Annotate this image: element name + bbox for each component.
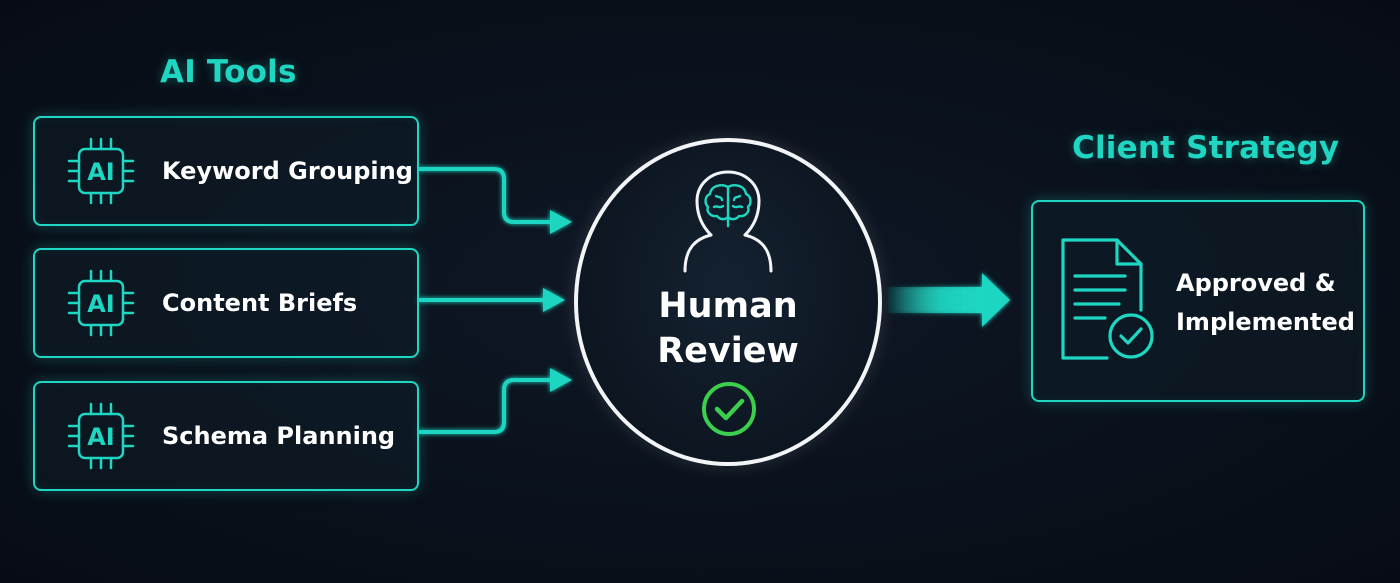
- outcome-box: Approved & Implemented: [1031, 200, 1365, 402]
- outcome-label-line1: Approved &: [1176, 269, 1336, 297]
- client-strategy-heading: Client Strategy: [1072, 130, 1340, 166]
- brain-icon: [704, 184, 752, 228]
- tool-box-content-briefs: AI Content Briefs: [33, 248, 419, 358]
- tool-label: Content Briefs: [162, 289, 358, 317]
- tool-box-schema-planning: AI Schema Planning: [33, 381, 419, 491]
- ai-chip-icon: AI: [67, 402, 135, 470]
- tool-label: Keyword Grouping: [162, 157, 413, 185]
- tool-box-keyword-grouping: AI Keyword Grouping: [33, 116, 419, 226]
- chip-text: AI: [87, 158, 115, 186]
- chip-text: AI: [87, 423, 115, 451]
- arrow-review-to-strategy: [888, 273, 1010, 327]
- human-review-circle: Human Review: [574, 138, 882, 466]
- review-title-line2: Review: [657, 331, 799, 371]
- person-with-brain-icon: [683, 170, 773, 273]
- human-review-title: Human Review: [578, 284, 878, 374]
- ai-tools-heading: AI Tools: [160, 54, 297, 90]
- approved-document-icon: [1061, 238, 1154, 360]
- ai-chip-icon: AI: [67, 137, 135, 205]
- chip-text: AI: [87, 290, 115, 318]
- review-title-line1: Human: [658, 286, 798, 326]
- arrow-briefs-to-review: [418, 288, 565, 312]
- outcome-label-line2: Implemented: [1176, 308, 1355, 336]
- arrow-schema-to-review: [418, 368, 572, 434]
- check-circle-icon: [702, 382, 756, 436]
- arrow-keyword-to-review: [418, 167, 572, 234]
- ai-chip-icon: AI: [67, 269, 135, 337]
- outcome-label: Approved & Implemented: [1176, 264, 1355, 342]
- tool-label: Schema Planning: [162, 422, 396, 450]
